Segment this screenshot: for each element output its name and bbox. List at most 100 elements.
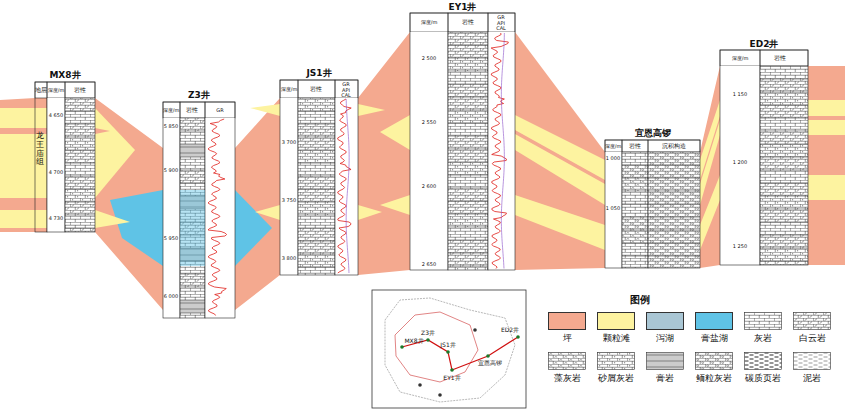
lithology-column — [298, 163, 335, 176]
bed-boundary — [448, 71, 488, 72]
lithology-column — [298, 111, 335, 124]
lithology-column — [448, 266, 488, 270]
bed-boundary — [298, 137, 335, 138]
bed-boundary — [298, 267, 335, 268]
bed-boundary — [180, 170, 205, 171]
bed-boundary — [648, 152, 700, 153]
lithology-header: 岩性 — [74, 87, 86, 93]
bed-boundary — [65, 176, 95, 177]
bed-boundary — [65, 124, 95, 125]
bed-boundary — [448, 32, 488, 33]
tidal-flat-band — [0, 32, 845, 310]
map-label: MX8井 — [404, 338, 423, 344]
lithology-column — [298, 124, 335, 137]
bed-boundary — [180, 144, 205, 145]
bed-boundary — [65, 98, 95, 99]
column-header-label: API — [342, 87, 350, 92]
depth-label: 3 750 — [282, 198, 296, 203]
legend-text: 藻灰岩 — [554, 374, 581, 383]
lithology-column — [180, 274, 205, 287]
column-border — [410, 13, 448, 270]
lithology-column — [622, 165, 648, 178]
well-dot — [516, 335, 520, 339]
bed-boundary — [448, 97, 488, 98]
lithology-column — [448, 162, 488, 175]
bed-boundary — [648, 178, 700, 179]
lithology-column — [448, 97, 488, 110]
well-dot — [418, 383, 422, 387]
depth-column — [720, 66, 760, 265]
depth-column — [280, 98, 298, 275]
column-header-label: 岩性 — [629, 143, 641, 149]
bed-boundary — [760, 92, 808, 93]
lithology-column — [622, 230, 648, 243]
column-border — [163, 102, 180, 318]
bed-boundary — [180, 300, 205, 301]
lithology-column — [448, 32, 488, 45]
legend-text: 膏盐湖 — [701, 334, 728, 343]
depth-label: 2 600 — [422, 184, 436, 189]
cal-curve — [501, 33, 504, 269]
depth-label: 1 250 — [733, 244, 747, 249]
bed-boundary — [298, 124, 335, 125]
cal-curve — [346, 99, 349, 273]
legend-pattern — [794, 313, 831, 330]
legend-symbol — [744, 312, 782, 330]
lithology-column — [180, 131, 205, 144]
lithology-column — [648, 217, 700, 230]
bed-boundary — [298, 202, 335, 203]
lithology-column — [760, 222, 808, 235]
legend-pattern — [598, 353, 635, 370]
lithology-column — [448, 240, 488, 253]
bed-boundary — [448, 123, 488, 124]
lithology-column — [448, 214, 488, 227]
column-header-label: 深度/m — [605, 144, 622, 149]
bed-boundary — [180, 183, 205, 184]
lithology-column — [760, 261, 808, 265]
lithology-column — [298, 150, 335, 163]
legend-title: 图例 — [630, 295, 650, 305]
bed-boundary — [622, 204, 648, 205]
bed-boundary — [448, 240, 488, 241]
depth-label: 5 850 — [164, 124, 178, 129]
lithology-column — [65, 111, 95, 124]
bed-boundary — [648, 217, 700, 218]
depth-label: 5 950 — [164, 236, 178, 241]
legend-text: 泻湖 — [656, 334, 674, 343]
column-header-label: 深度/m — [421, 20, 438, 25]
legend-text: 碳质页岩 — [745, 374, 781, 383]
bed-boundary — [760, 222, 808, 223]
lithology-column — [298, 215, 335, 228]
column-header-label: GR — [342, 82, 349, 87]
lithology-column — [298, 98, 335, 111]
lithology-column — [180, 144, 205, 157]
lithology-column — [622, 204, 648, 217]
legend-text: 泥岩 — [803, 374, 821, 383]
lithology-column — [622, 191, 648, 204]
column-border — [180, 102, 205, 318]
bed-boundary — [448, 136, 488, 137]
well-dot — [438, 393, 442, 397]
column-border — [47, 82, 65, 232]
legend-symbol — [695, 352, 733, 370]
lithology-column — [760, 79, 808, 92]
bed-boundary — [622, 217, 648, 218]
column-border — [488, 13, 515, 270]
bed-boundary — [298, 189, 335, 190]
bed-boundary — [760, 209, 808, 210]
depth-column — [47, 98, 65, 232]
depth-label: 1 050 — [606, 206, 620, 211]
lithology-column — [448, 253, 488, 266]
bed-boundary — [448, 45, 488, 46]
log-track — [335, 98, 358, 275]
bed-boundary — [622, 230, 648, 231]
well-dot — [450, 368, 454, 372]
column-header-label: 岩性 — [310, 86, 322, 92]
column-border — [280, 80, 298, 275]
legend-text: 颗粒滩 — [603, 334, 630, 343]
bed-boundary — [622, 152, 648, 153]
bed-boundary — [448, 214, 488, 215]
bed-boundary — [448, 58, 488, 59]
column-header-label: 沉积构造 — [662, 143, 686, 149]
